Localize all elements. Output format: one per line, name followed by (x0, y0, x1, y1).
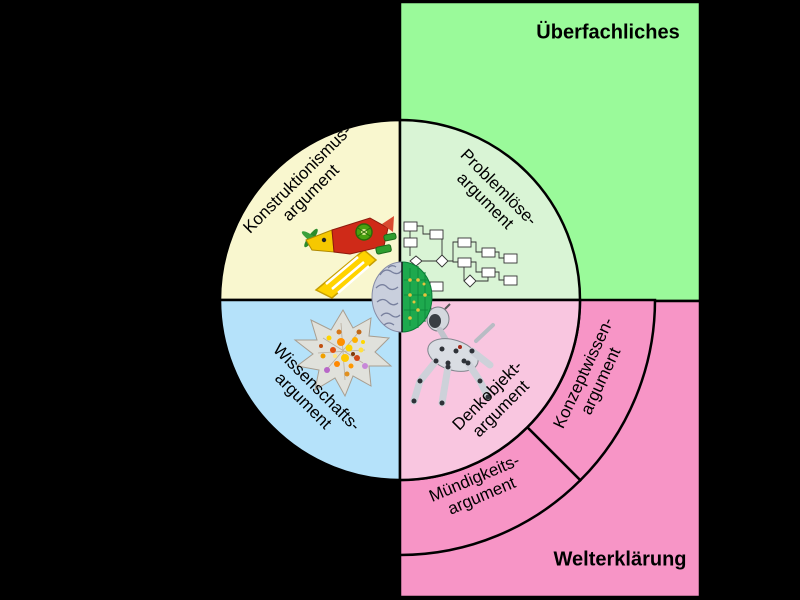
quadrant-problemloese (398, 118, 582, 302)
panel-title-welterklaerung: Welterklärung (553, 548, 687, 571)
flowchart-image (403, 221, 518, 292)
quadrant-konstruktionismus (218, 118, 402, 302)
brain-image (371, 261, 433, 333)
lego-plane-image (301, 216, 397, 299)
robot-dog-image (410, 302, 495, 407)
panel-title-ueberfachliches: Überfachliches (536, 21, 680, 44)
molecule-image (293, 309, 393, 398)
